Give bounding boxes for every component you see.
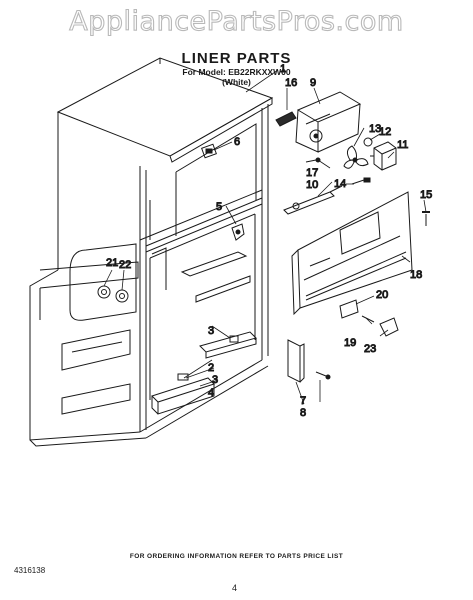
part-14-screw xyxy=(351,177,371,185)
callout-13: 13 xyxy=(369,123,381,135)
thermostat-knob xyxy=(97,285,111,299)
model-line: For Model: EB22RKXXW00 xyxy=(182,67,291,77)
part-17-screw xyxy=(305,157,321,163)
part-15-screw xyxy=(422,211,430,226)
callout-21: 21 xyxy=(106,257,118,269)
callout-20: 20 xyxy=(376,289,388,301)
callout-2: 2 xyxy=(208,362,214,374)
callout-10: 10 xyxy=(306,179,318,191)
shelf-rail-upper xyxy=(199,331,257,359)
callout-15: 15 xyxy=(420,189,432,201)
part-12-grommet xyxy=(363,137,373,147)
part-5-bracket xyxy=(231,223,245,241)
callout-11: 11 xyxy=(397,139,408,151)
callout-19: 19 xyxy=(344,337,356,349)
callout-17: 17 xyxy=(306,167,318,179)
part-10-heater xyxy=(283,185,343,215)
watermark-text: AppliancePartsPros.com xyxy=(69,5,404,37)
callout-8: 8 xyxy=(300,407,306,419)
part-16-label xyxy=(275,111,297,127)
part-13-fan-blade xyxy=(343,145,369,169)
part-23-knob xyxy=(379,317,399,337)
leader-lines xyxy=(103,69,427,405)
callout-6: 6 xyxy=(234,136,240,148)
callout-16: 16 xyxy=(285,77,297,89)
page-number: 4 xyxy=(232,583,238,593)
callout-18: 18 xyxy=(410,269,422,281)
part-8-screw xyxy=(315,371,331,380)
document-number: 4316138 xyxy=(14,566,46,575)
callout-4: 4 xyxy=(208,387,214,399)
callout-5: 5 xyxy=(216,201,222,213)
variant-line: (White) xyxy=(222,77,251,87)
callout-23: 23 xyxy=(364,343,376,355)
callout-14: 14 xyxy=(334,178,346,190)
callout-9: 9 xyxy=(310,77,316,89)
callout-12: 12 xyxy=(379,126,391,138)
part-11-fan-motor xyxy=(370,141,397,171)
page-title: LINER PARTS xyxy=(181,50,292,67)
part-20-plate xyxy=(339,299,359,319)
part-6-clip xyxy=(201,143,217,159)
part-18-evaporator-cover xyxy=(291,191,413,316)
part-9-fan-shroud xyxy=(295,91,362,153)
callout-3-lower: 3 xyxy=(212,374,218,386)
freezer-liner xyxy=(29,57,274,447)
thermostat-panel xyxy=(69,243,137,321)
defrost-knob xyxy=(115,289,129,303)
part-7-bracket xyxy=(287,339,305,383)
callout-3-upper: 3 xyxy=(208,325,214,337)
ordering-note: FOR ORDERING INFORMATION REFER TO PARTS … xyxy=(129,553,344,560)
callout-7: 7 xyxy=(300,395,306,407)
callout-22: 22 xyxy=(119,259,131,271)
part-19-spring xyxy=(361,315,375,323)
callout-1: 1 xyxy=(280,63,286,75)
